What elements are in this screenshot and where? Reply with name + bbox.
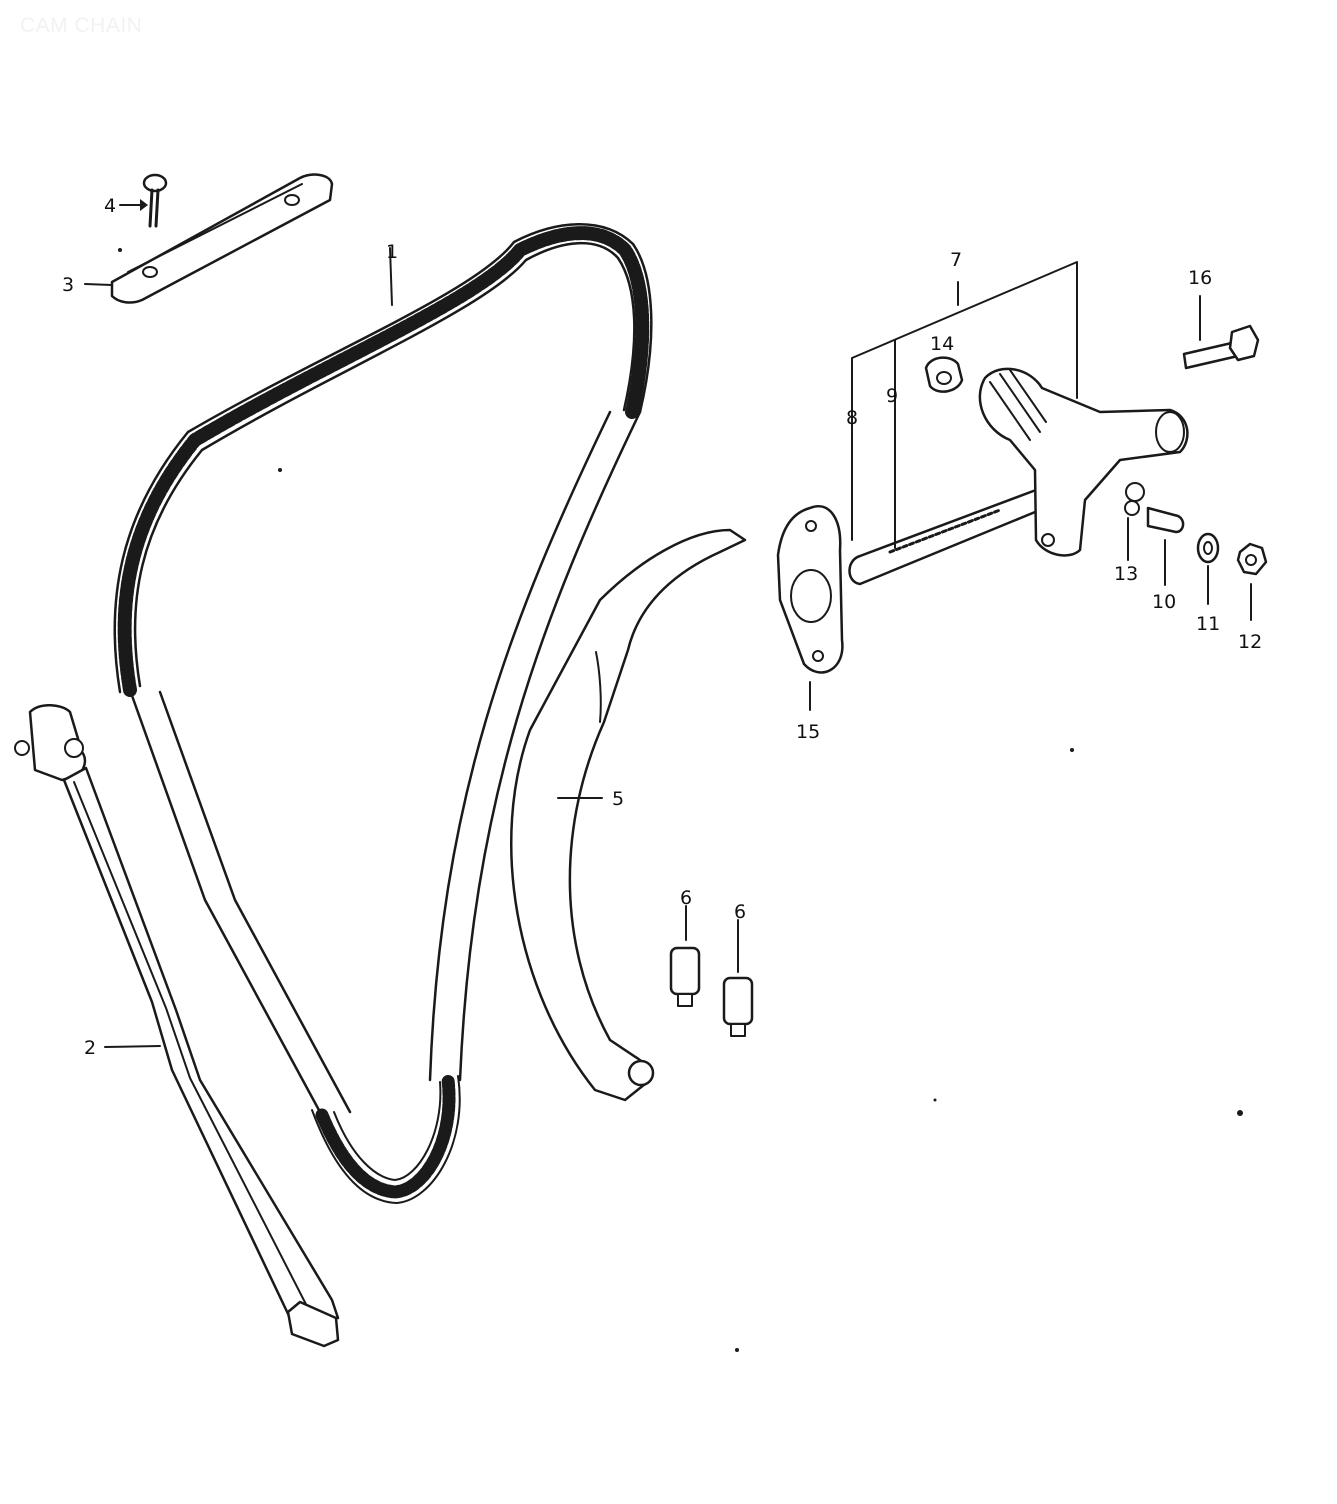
callout-2: 2	[84, 1037, 96, 1059]
tensioner-body	[978, 367, 1189, 557]
callout-6-left: 6	[680, 887, 692, 909]
cam-chain	[113, 223, 653, 1204]
callout-6-right: 6	[734, 901, 746, 923]
callout-8: 8	[846, 407, 858, 429]
washer	[1196, 532, 1220, 605]
gasket	[776, 505, 844, 711]
callout-9: 9	[886, 385, 898, 407]
callout-7: 7	[950, 249, 962, 271]
chain-guide-long	[14, 704, 340, 1348]
callout-13: 13	[1114, 563, 1138, 585]
damper-left	[669, 905, 701, 1007]
nut	[1236, 542, 1268, 621]
callout-12: 12	[1238, 631, 1262, 653]
callout-5: 5	[612, 788, 624, 810]
cap	[924, 356, 964, 393]
bolt	[1182, 295, 1260, 370]
damper-right	[722, 919, 754, 1037]
callout-1: 1	[386, 241, 398, 263]
page-title: CAM CHAIN	[20, 14, 143, 37]
guide-screw	[119, 173, 168, 228]
callout-16: 16	[1188, 267, 1212, 289]
callout-4: 4	[104, 195, 116, 217]
scan-specks	[118, 248, 1243, 1352]
callout-14: 14	[930, 333, 954, 355]
callout-3: 3	[62, 274, 74, 296]
push-rod	[848, 339, 1042, 586]
callout-10: 10	[1152, 591, 1176, 613]
lock-bolt	[1124, 500, 1185, 586]
chain-guide-top	[84, 173, 334, 304]
callout-11: 11	[1196, 613, 1220, 635]
tensioner-assembly-bracket	[851, 261, 1078, 541]
tensioner-slide	[510, 528, 747, 1102]
callout-15: 15	[796, 721, 820, 743]
